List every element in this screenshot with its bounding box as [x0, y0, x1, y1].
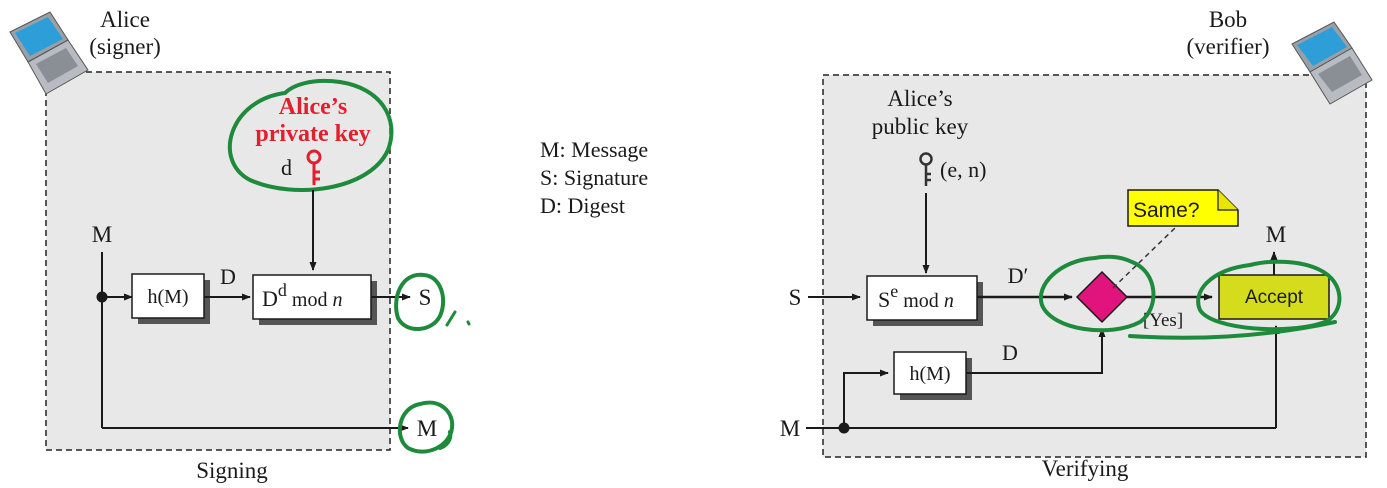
verify-message-out: M [1266, 222, 1286, 247]
verify-signature-in: S [789, 285, 802, 310]
verifying-label: Verifying [1042, 456, 1129, 481]
verify-box [866, 275, 978, 321]
signing-panel [45, 71, 391, 451]
alice-laptop-icon [9, 11, 89, 95]
legend-item-message: M: Message [540, 137, 648, 162]
public-key-icon [919, 152, 933, 186]
bob-laptop-icon [1291, 21, 1373, 105]
annotation-underline [1128, 320, 1337, 340]
legend: M: Message S: Signature D: Digest [540, 137, 648, 218]
digest-prime-label: D′ [1008, 263, 1029, 288]
sign-box [252, 274, 372, 320]
public-key-label-1: Alice’s [887, 86, 952, 111]
private-key-label-2: private key [255, 121, 370, 147]
legend-item-signature: S: Signature [540, 165, 648, 190]
verify-message-in: M [780, 416, 800, 441]
same-note-text: Same? [1133, 199, 1200, 222]
accept-box [1218, 274, 1330, 320]
annotation-circle-private-key [227, 79, 394, 192]
compare-diamond [1075, 270, 1129, 324]
annotation-circle-compare [1038, 254, 1156, 333]
sign-signature-out: S [419, 285, 432, 310]
verify-digest-label: D [1002, 340, 1018, 365]
private-key-symbol: d [281, 155, 292, 180]
sign-message-in: M [92, 222, 112, 247]
accept-label: Accept [1245, 287, 1304, 308]
verify-hash-label: h(M) [909, 363, 950, 385]
legend-item-digest: D: Digest [540, 193, 625, 218]
verify-hash-box [893, 351, 967, 395]
same-note: Same? [1127, 189, 1239, 227]
to-verify-hash-arrow [843, 369, 889, 428]
sign-hash-label: h(M) [147, 286, 188, 308]
signing-label: Signing [196, 458, 268, 483]
annotation-tick [445, 310, 471, 327]
yes-label: [Yes] [1143, 310, 1183, 331]
sign-box-text: Dd mod n [262, 280, 342, 311]
verify-box-text: Se mod n [878, 281, 954, 312]
signer-name: Alice [100, 7, 150, 32]
private-key-icon [306, 149, 322, 185]
sign-hash-box [131, 273, 205, 319]
verify-digest-arrow [966, 328, 1106, 374]
annotation-circle-signature [394, 272, 446, 331]
public-key-label-2: public key [872, 114, 969, 139]
private-key-label-1: Alice’s [279, 94, 347, 120]
verifier-name: Bob [1209, 7, 1247, 32]
sign-message-out: M [417, 416, 437, 441]
sign-digest-label: D [220, 264, 236, 289]
annotation-circle-message [398, 400, 455, 454]
verifier-role: (verifier) [1187, 34, 1270, 59]
signer-role: (signer) [89, 34, 161, 59]
public-key-value: (e, n) [940, 157, 986, 182]
